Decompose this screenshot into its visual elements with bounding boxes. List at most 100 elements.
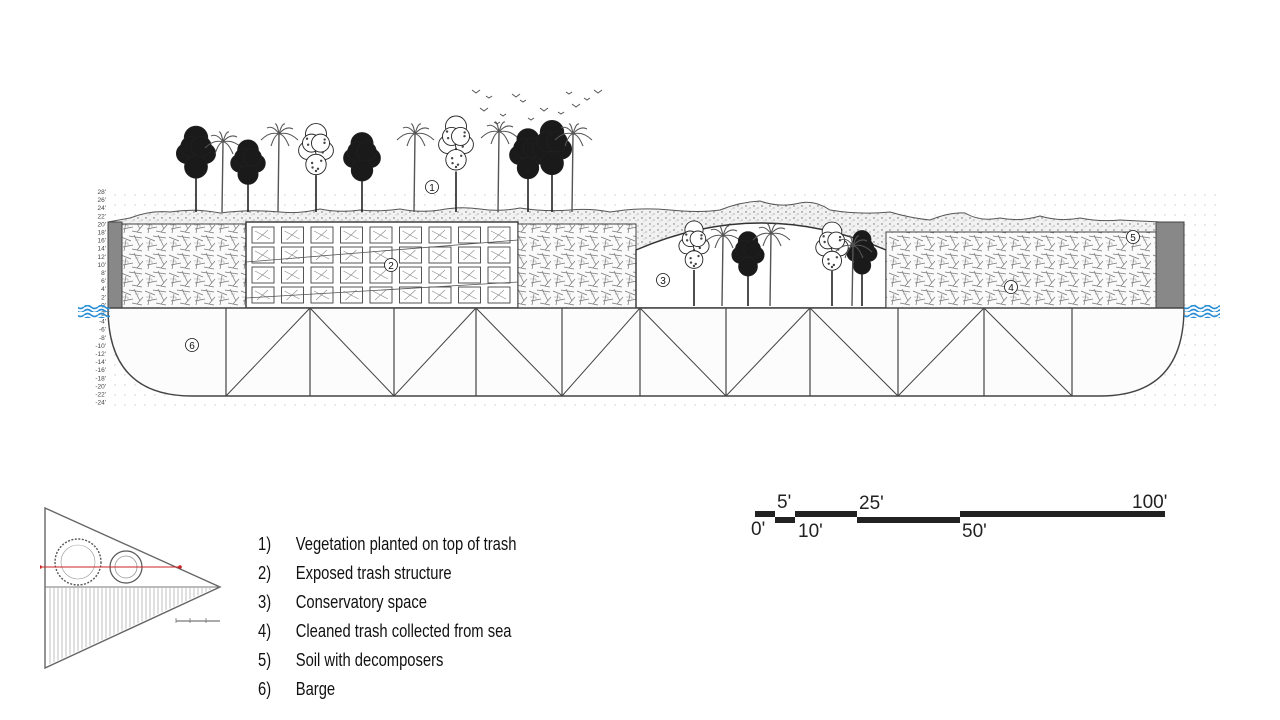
truss-brace [639, 307, 727, 397]
scale-bar-segment [755, 511, 775, 517]
elevation-label: 26' [98, 197, 106, 204]
legend-item: 2) Exposed trash structure [258, 559, 516, 588]
truss-brace [309, 307, 395, 397]
elevation-scale: 28'26'24'22'20'18'16'14'12'10'8'6'4'2'0'… [95, 189, 106, 407]
building-section-drawing: 28'26'24'22'20'18'16'14'12'10'8'6'4'2'0'… [78, 89, 1220, 410]
scale-label-100: 100' [1132, 492, 1167, 513]
conservatory-space [635, 222, 887, 309]
elevation-label: -24' [95, 400, 106, 407]
legend-number: 2) [258, 563, 272, 583]
water-right [1184, 305, 1220, 318]
canopy-tree [678, 220, 710, 306]
vegetation [175, 115, 878, 307]
truss-brace [561, 307, 641, 397]
scale-bar: 0' 5' 10' 25' 50' 100' [751, 492, 1167, 542]
svg-text:2: 2 [388, 261, 394, 272]
elevation-label: 22' [98, 213, 106, 220]
elevation-label: -22' [95, 392, 106, 399]
scale-label-5: 5' [777, 492, 791, 513]
legend-text: Exposed trash structure [295, 563, 452, 583]
svg-text:1: 1 [429, 183, 435, 194]
elevation-label: 14' [98, 246, 106, 253]
canopy-tree [343, 132, 381, 212]
key-plan [40, 506, 222, 670]
palm-tree [752, 223, 791, 307]
palm-tree [704, 225, 743, 307]
elevation-label: 10' [98, 262, 106, 269]
elevation-label: -8' [99, 335, 106, 342]
scale-bar-segment [795, 511, 857, 517]
end-wall-left [107, 221, 123, 309]
elevation-label: -18' [95, 375, 106, 382]
legend-text: Vegetation planted on top of trash [295, 534, 517, 554]
elevation-label: 8' [101, 270, 106, 277]
legend-text: Soil with decomposers [295, 650, 444, 670]
trash-fill-left [121, 223, 247, 309]
scale-label-25: 25' [859, 493, 884, 514]
callout-4: 4 [1004, 280, 1018, 294]
elevation-label: 4' [101, 286, 106, 293]
canopy-tree [731, 231, 765, 306]
callout-2: 2 [384, 258, 398, 272]
elevation-label: 2' [101, 294, 106, 301]
scale-label-50: 50' [962, 521, 987, 542]
legend-number: 3) [258, 592, 272, 612]
svg-text:3: 3 [660, 276, 666, 287]
canopy-tree [531, 119, 573, 212]
legend-item: 6)Barge [258, 675, 516, 704]
canopy-tree [298, 123, 334, 212]
birds [471, 89, 603, 125]
elevation-label: -20' [95, 383, 106, 390]
palm-tree [834, 235, 873, 307]
legend-text: Conservatory space [295, 592, 427, 612]
legend-item: 3) Conservatory space [258, 588, 516, 617]
callout-6: 6 [185, 338, 199, 352]
elevation-label: -16' [95, 367, 106, 374]
elevation-label: 6' [101, 278, 106, 285]
legend-number: 4) [258, 621, 272, 641]
truss-brace [225, 307, 311, 397]
barge-hull [107, 307, 1185, 397]
palm-tree [396, 123, 435, 213]
scale-bar-segment [960, 511, 1165, 517]
legend-number: 5) [258, 650, 272, 670]
end-wall-right [1155, 221, 1185, 309]
scale-label-0: 0' [751, 519, 765, 540]
key-plan-hatch [48, 588, 214, 665]
elevation-label: -10' [95, 343, 106, 350]
elevation-label: -14' [95, 359, 106, 366]
callout-3: 3 [656, 273, 670, 287]
canopy-tree [230, 139, 266, 212]
truss-brace [809, 307, 899, 397]
exposed-trash-structure [245, 221, 519, 309]
svg-text:4: 4 [1008, 283, 1014, 294]
elevation-label: 18' [98, 230, 106, 237]
callout-1: 1 [425, 180, 439, 194]
trash-fill-right [885, 231, 1157, 309]
legend-number: 1) [258, 534, 272, 554]
elevation-label: 20' [98, 221, 106, 228]
trash-fill-middle [517, 223, 637, 309]
truss-brace [897, 307, 985, 397]
palm-tree [480, 121, 519, 213]
water-left [78, 305, 110, 318]
elevation-label: -6' [99, 327, 106, 334]
scale-label-10: 10' [798, 521, 823, 542]
legend-item: 4)Cleaned trash collected from sea [258, 617, 516, 646]
scale-bar-segment [775, 517, 795, 523]
palm-tree [204, 131, 243, 213]
callout-5: 5 [1126, 230, 1140, 244]
elevation-label: -4' [99, 319, 106, 326]
truss-brace [983, 307, 1073, 397]
canopy-tree [815, 221, 849, 306]
palm-tree [554, 123, 593, 213]
legend-item: 5) Soil with decomposers [258, 646, 516, 675]
key-plan-tank-large [54, 538, 102, 586]
legend-item: 1) Vegetation planted on top of trash [258, 530, 516, 559]
truss-brace [475, 307, 563, 397]
scale-bar-segment [857, 517, 960, 523]
palm-tree [260, 123, 299, 213]
svg-text:5: 5 [1130, 233, 1136, 244]
legend-text: Barge [295, 679, 336, 699]
legend: 1) Vegetation planted on top of trash 2) E… [258, 530, 516, 704]
